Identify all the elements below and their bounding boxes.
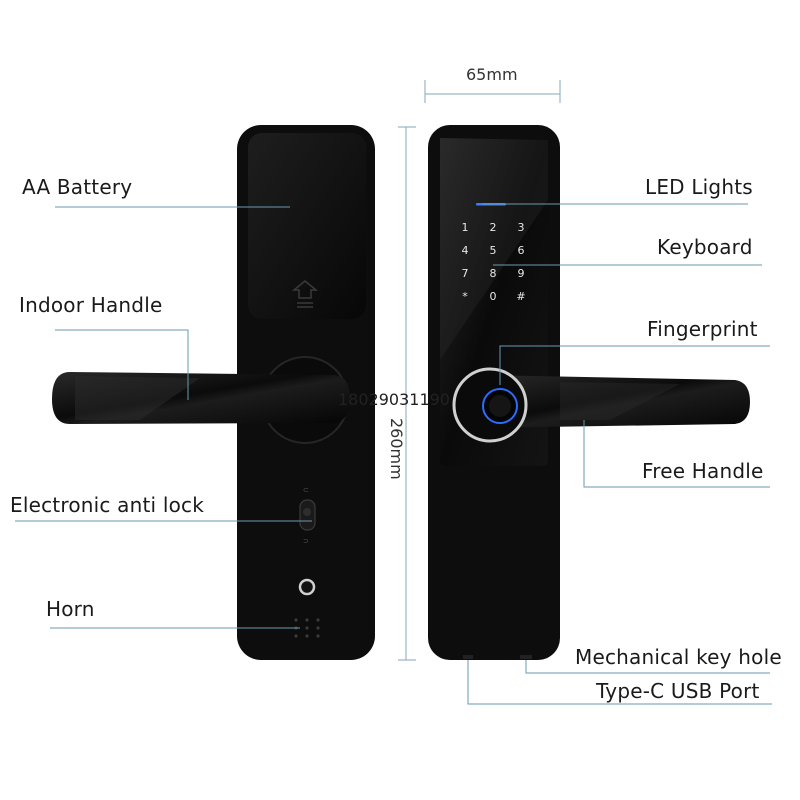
leader-mechanical-key-hole	[525, 660, 770, 674]
label-aa-battery: AA Battery	[22, 175, 133, 199]
keypad-key[interactable]: #	[516, 290, 525, 303]
speaker-grille-icon	[294, 618, 320, 638]
leader-free-handle	[583, 420, 770, 488]
label-indoor-handle: Indoor Handle	[19, 293, 163, 317]
keypad-key[interactable]: 0	[490, 290, 497, 303]
keypad-key[interactable]: 2	[490, 221, 497, 234]
keypad-key[interactable]: *	[462, 290, 468, 303]
keypad-key[interactable]: 3	[518, 221, 525, 234]
keypad-key[interactable]: 1	[462, 221, 469, 234]
label-horn: Horn	[46, 597, 95, 621]
indoor-unit: ⊂ ⊃	[52, 125, 375, 660]
keypad-key[interactable]: 5	[490, 244, 497, 257]
leader-indoor-handle	[55, 329, 189, 400]
leader-type-c-port	[467, 660, 772, 705]
watermark-text: 18029031190	[338, 390, 450, 409]
lock-glyph-icon: ⊃	[303, 537, 309, 545]
keypad-key[interactable]: 6	[518, 244, 525, 257]
arrow-up-icon	[291, 280, 319, 308]
keypad-key[interactable]: 8	[490, 267, 497, 280]
indoor-keyhole-icon	[298, 578, 316, 596]
keypad[interactable]: 1 2 3 4 5 6 7 8 9 * 0 #	[462, 221, 526, 303]
label-led-lights: LED Lights	[645, 175, 753, 199]
height-dimension	[398, 126, 416, 661]
outdoor-unit: 1 2 3 4 5 6 7 8 9 * 0 #	[428, 125, 750, 660]
label-free-handle: Free Handle	[642, 459, 764, 483]
unlock-glyph-icon: ⊂	[303, 486, 309, 494]
width-dimension	[424, 80, 561, 103]
keypad-key[interactable]: 9	[518, 267, 525, 280]
label-type-c-usb-port: Type-C USB Port	[596, 679, 760, 703]
usb-c-port	[520, 655, 532, 659]
width-dimension-label: 65mm	[466, 65, 518, 84]
mechanical-keyhole	[463, 655, 473, 659]
leader-lines	[15, 203, 772, 705]
keypad-key[interactable]: 4	[462, 244, 469, 257]
height-dimension-label: 260mm	[387, 418, 406, 480]
label-electronic-anti-lock: Electronic anti lock	[10, 493, 204, 517]
free-handle-lever[interactable]	[480, 375, 750, 428]
label-mechanical-key-hole: Mechanical key hole	[575, 645, 782, 669]
label-fingerprint: Fingerprint	[647, 317, 758, 341]
leader-fingerprint	[499, 345, 770, 385]
keypad-key[interactable]: 7	[462, 267, 469, 280]
label-keyboard: Keyboard	[657, 235, 753, 259]
battery-cover	[248, 133, 366, 319]
